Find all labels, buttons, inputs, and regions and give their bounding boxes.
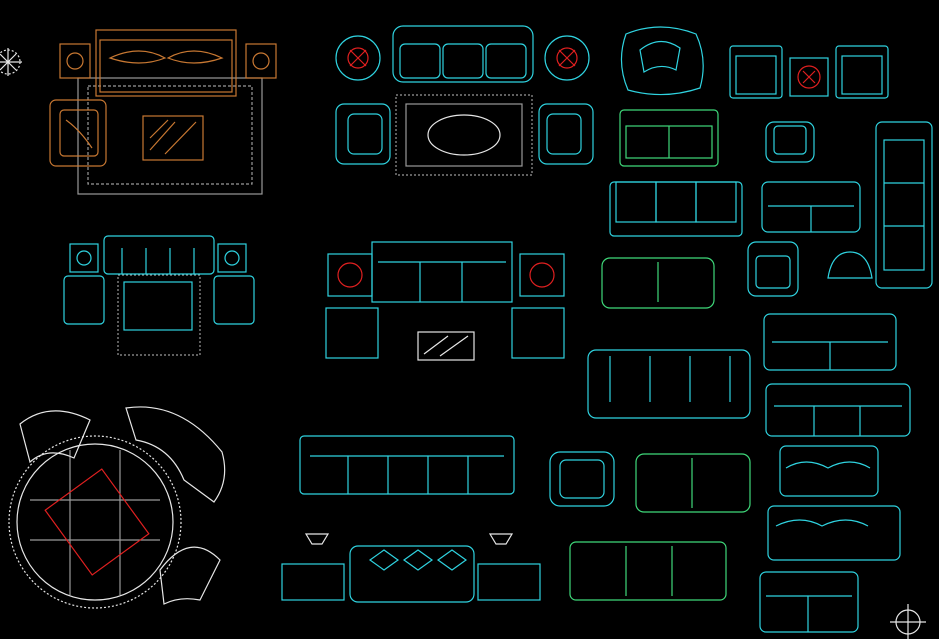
- sofa-small: [779, 445, 879, 497]
- corner-lamp-table: [827, 251, 873, 279]
- sofa-small: [761, 181, 861, 233]
- three-seat-sofa: [609, 181, 743, 237]
- armchair: [549, 451, 615, 507]
- crosshair-icon: [890, 604, 926, 639]
- sofa-small: [765, 383, 911, 437]
- sofa-small: [763, 313, 897, 371]
- long-sofa: [299, 435, 515, 495]
- armchair: [747, 241, 799, 297]
- loveseat: [635, 453, 751, 513]
- armchair: [765, 121, 815, 163]
- sectional-set: [63, 235, 255, 356]
- loveseat: [619, 109, 719, 167]
- sofa-large: [587, 349, 751, 419]
- long-sofa: [875, 121, 933, 289]
- sofa-set-with-armchairs-and-rug: [335, 25, 594, 176]
- bed-with-nightstands: [49, 29, 277, 195]
- compass-icon: [0, 48, 22, 76]
- loveseat: [601, 257, 715, 309]
- three-seat-sofa: [569, 541, 727, 601]
- bean-chair: [620, 26, 704, 96]
- sofa-set-with-tables: [325, 241, 565, 361]
- sofa-set-with-lamps: [281, 533, 541, 603]
- sofa-small: [767, 505, 901, 561]
- sofa-small: [759, 571, 859, 633]
- round-dining-set: [8, 406, 226, 609]
- chair-pair-with-table: [729, 45, 889, 99]
